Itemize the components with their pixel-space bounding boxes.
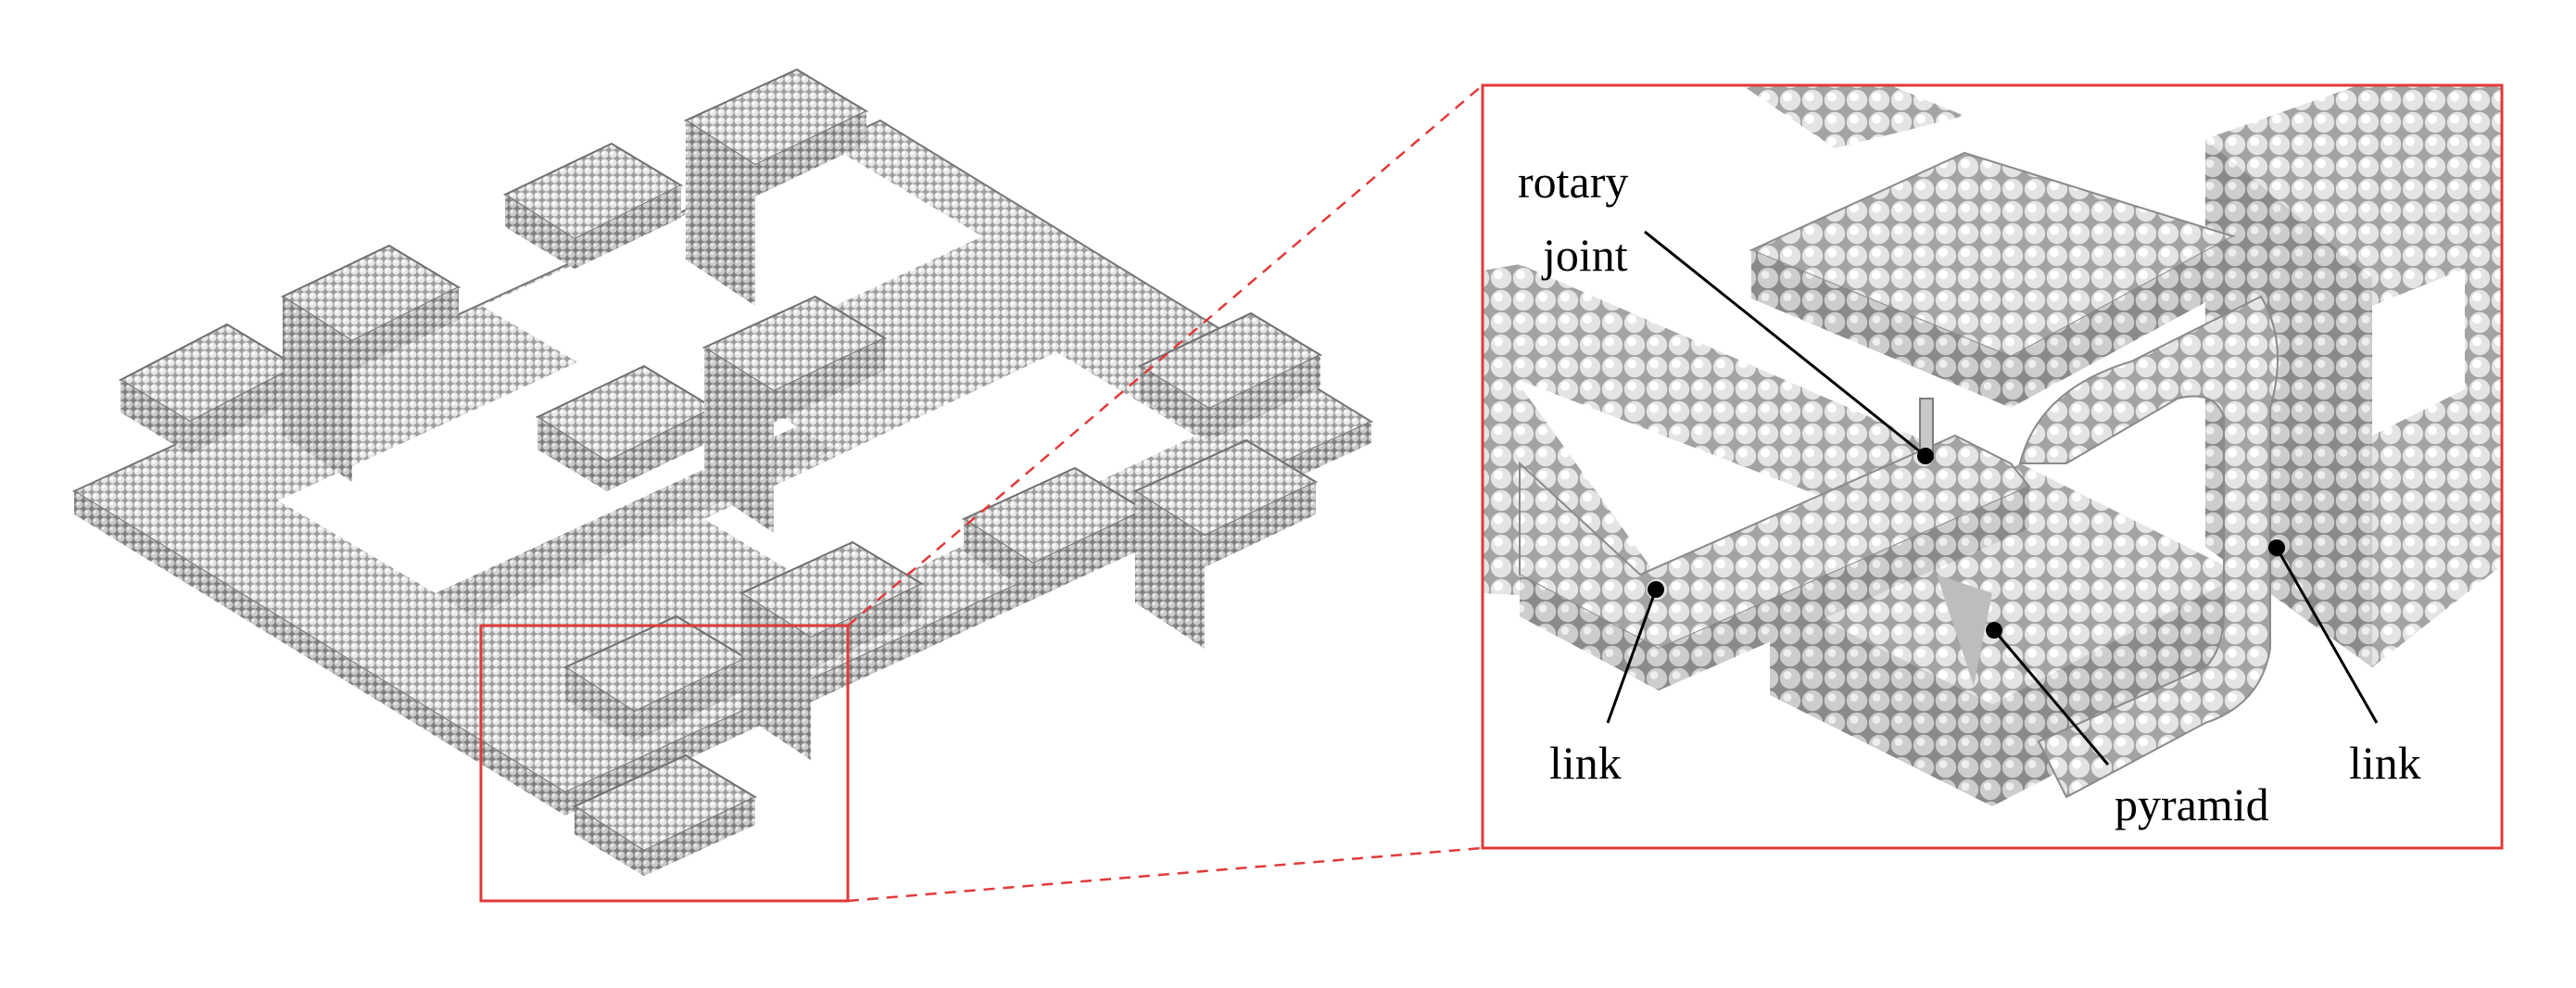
pyramid-label: pyramid [2115, 779, 2269, 830]
zoom-region-box [479, 624, 850, 903]
link-left-shape [1483, 264, 2031, 690]
module-row-middle [535, 295, 1323, 533]
link-right-marker [2268, 539, 2285, 556]
rotary-joint-label-line1: rotary [1518, 156, 1628, 208]
pyramid-marker [1986, 622, 2002, 639]
top-block [1749, 151, 2236, 408]
zoom-inset: rotary joint link link pyramid [1481, 83, 2504, 850]
link-left-label: link [1549, 737, 1622, 789]
module-row-top [118, 68, 869, 482]
inset-frame [1481, 83, 2504, 850]
module-row-bottom [562, 438, 1319, 876]
link-left-marker [1648, 581, 1664, 598]
rotary-joint-label-line2: joint [1541, 229, 1628, 281]
c-link-frame [2018, 295, 2279, 799]
link-right-label: link [2349, 737, 2421, 789]
annotation-leaders [1606, 230, 2379, 766]
zoom-connectors [847, 84, 1484, 903]
mechanism-overview [71, 68, 1374, 903]
rotary-joint-marker [1917, 448, 1934, 464]
